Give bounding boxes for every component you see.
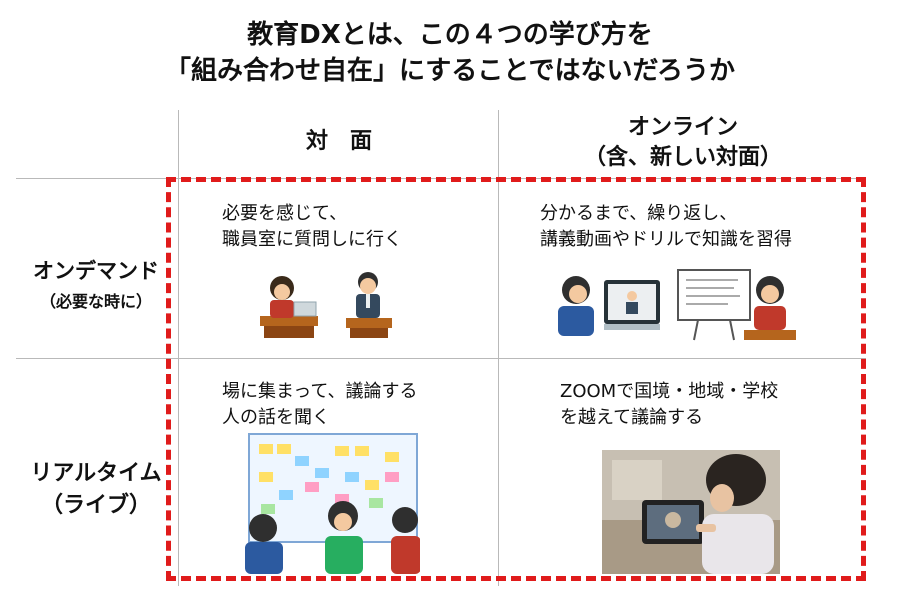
row-header-on-demand: オンデマンド [33,259,159,283]
cell-ondemand-online-line-1: 分かるまで、繰り返し、 [540,203,738,224]
group-discussion-illustration [245,433,420,574]
row-header-on-demand-sub: （必要な時に） [39,292,152,311]
student-asking-teacher-illustration [260,272,392,338]
row-header-real-time-line-1: リアルタイム [30,461,162,486]
cell-realtime-face-line-1: 場に集まって、議論する [222,381,418,402]
title-line-2: 「組み合わせ自在」にすることではないだろうか [165,56,735,86]
cell-ondemand-face-line-1: 必要を感じて、 [222,203,348,224]
cell-ondemand-face-line-2: 職員室に質問しに行く [222,229,402,250]
grid-line-middle-h [16,358,866,359]
cell-ondemand-online-line-2: 講義動画やドリルで知識を習得 [540,229,792,250]
cell-realtime-online-line-1: ZOOMで国境・地域・学校 [560,381,779,402]
row-header-real-time-line-2: （ライブ） [40,493,151,518]
column-header-online-line-1: オンライン [627,115,738,140]
title-line-1: 教育DXとは、この４つの学び方を [247,20,653,50]
highlight-dashed-box [166,177,866,581]
cell-realtime-online-line-2: を越えて議論する [560,407,704,428]
column-header-online-line-2: （含、新しい対面） [583,145,782,170]
cell-realtime-face-line-2: 人の話を聞く [222,407,330,428]
zoom-tablet-photo-illustration [602,450,780,574]
grid-line-left [178,110,179,586]
grid-line-middle [498,110,499,586]
online-lecture-illustration [558,269,796,341]
column-header-face-to-face: 対 面 [305,129,372,154]
